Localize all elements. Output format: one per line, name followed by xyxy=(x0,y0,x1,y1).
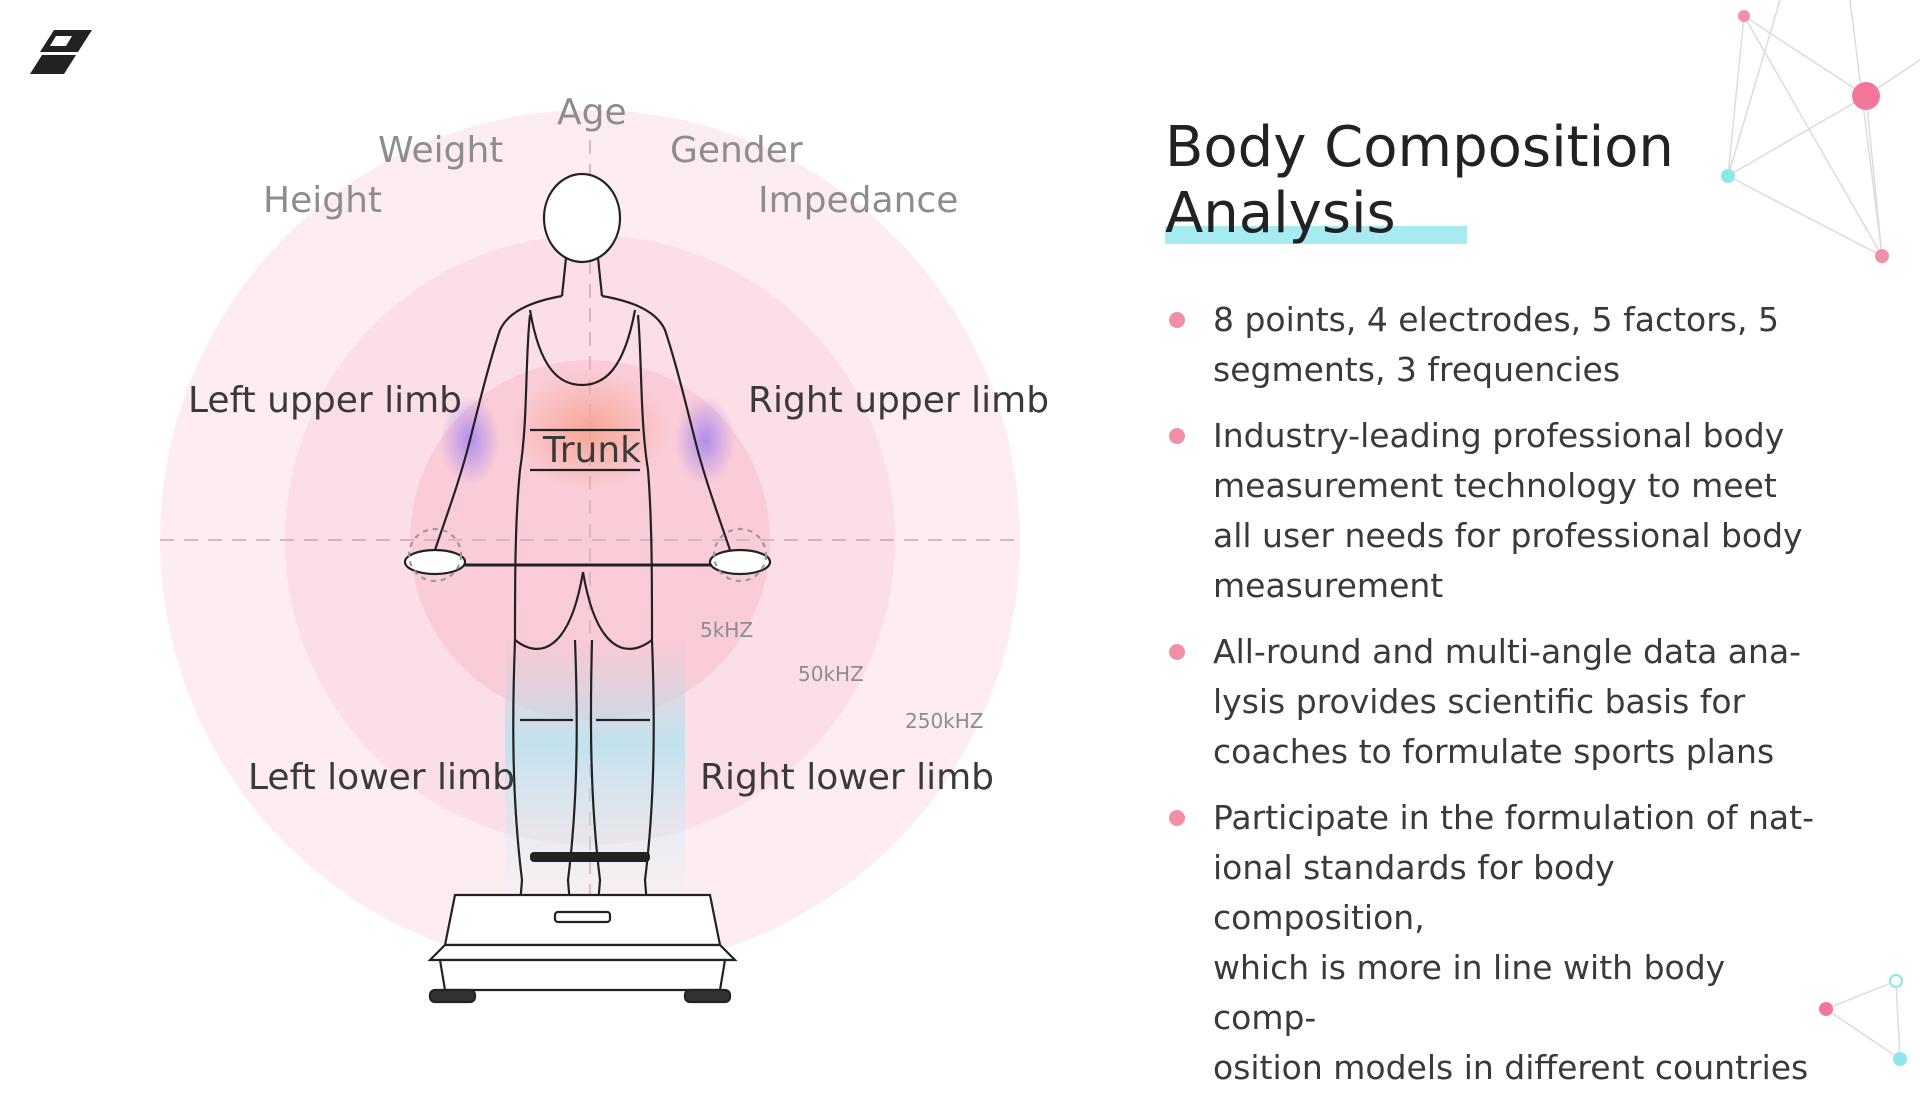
list-item: Participate in the formulation of nat- i… xyxy=(1165,793,1825,1093)
segment-left-lower-limb: Left lower limb xyxy=(248,757,515,798)
bullet-line: segments, 3 frequencies xyxy=(1213,350,1621,389)
bullet-dot-icon xyxy=(1169,810,1185,826)
segment-right-lower-limb: Right lower limb xyxy=(700,757,995,798)
frequency-label-250khz: 250kHZ xyxy=(905,709,984,733)
bullet-line: lysis provides scientific basis for xyxy=(1213,682,1746,721)
bullet-dot-icon xyxy=(1169,644,1185,660)
title-line-1: Body Composition xyxy=(1165,115,1674,180)
bullet-line: Participate in the formulation of nat- xyxy=(1213,798,1814,837)
segment-trunk: Trunk xyxy=(543,430,641,471)
bullet-line: ional standards for body composition, xyxy=(1213,848,1615,937)
brand-logo-icon xyxy=(26,28,96,74)
body-diagram: Age Weight Gender Height Impedance Left … xyxy=(160,92,1050,1004)
segment-right-upper-limb: Right upper limb xyxy=(748,380,1050,421)
feature-list: 8 points, 4 electrodes, 5 factors, 5 seg… xyxy=(1165,295,1825,1109)
bullet-dot-icon xyxy=(1169,428,1185,444)
factor-age: Age xyxy=(557,92,627,133)
bullet-line: 8 points, 4 electrodes, 5 factors, 5 xyxy=(1213,300,1779,339)
list-item: 8 points, 4 electrodes, 5 factors, 5 seg… xyxy=(1165,295,1825,395)
factor-impedance: Impedance xyxy=(758,180,959,221)
frequency-label-50khz: 50kHZ xyxy=(798,662,864,686)
frequency-label-5khz: 5kHZ xyxy=(700,618,754,642)
factor-gender: Gender xyxy=(670,130,803,171)
factor-weight: Weight xyxy=(378,130,504,171)
page-title: Body Composition Analysis xyxy=(1165,115,1725,247)
scale-platform xyxy=(427,852,738,1004)
bullet-line: Industry-leading professional body xyxy=(1213,416,1785,455)
title-line-2: Analysis xyxy=(1165,181,1396,246)
title-underline xyxy=(1165,226,1467,244)
bullet-line: which is more in line with body comp- xyxy=(1213,948,1726,1037)
list-item: Industry-leading professional body measu… xyxy=(1165,411,1825,611)
bullet-line: all user needs for professional body xyxy=(1213,516,1803,555)
bullet-line: measurement xyxy=(1213,566,1444,605)
bullet-line: coaches to formulate sports plans xyxy=(1213,732,1775,771)
list-item: All-round and multi-angle data ana- lysi… xyxy=(1165,627,1825,777)
decorative-network-icon xyxy=(1790,955,1920,1080)
factor-height: Height xyxy=(263,180,383,221)
bullet-line: All-round and multi-angle data ana- xyxy=(1213,632,1802,671)
bullet-dot-icon xyxy=(1169,312,1185,328)
bullet-line: measurement technology to meet xyxy=(1213,466,1777,505)
bullet-line: osition models in different countries xyxy=(1213,1048,1809,1087)
decorative-network-icon xyxy=(1700,0,1920,280)
segment-left-upper-limb: Left upper limb xyxy=(188,380,463,421)
